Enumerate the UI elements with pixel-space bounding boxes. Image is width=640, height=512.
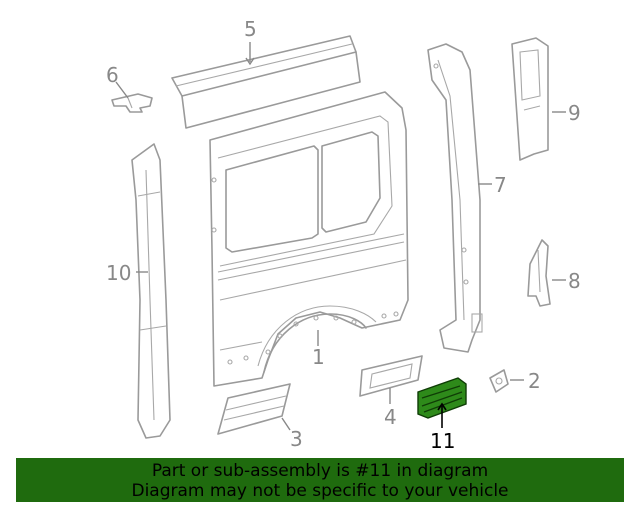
callout-9: 9 [568, 101, 581, 125]
part-9-upper-pillar[interactable] [511, 37, 549, 161]
callout-1: 1 [312, 345, 325, 369]
part-2-clip[interactable] [489, 369, 509, 393]
callout-8: 8 [568, 269, 581, 293]
part-11-highlighted-assembly[interactable] [417, 377, 467, 419]
callout-2: 2 [528, 369, 541, 393]
part-3-rocker-strip[interactable] [217, 383, 291, 435]
fitment-banner: Part or sub-assembly is #11 in diagram D… [16, 458, 624, 502]
callout-7: 7 [494, 173, 507, 197]
part-10-b-pillar[interactable] [131, 143, 171, 439]
callout-5: 5 [244, 17, 257, 41]
banner-line-2: Diagram may not be specific to your vehi… [131, 481, 509, 501]
callout-11: 11 [430, 429, 455, 453]
callout-6: 6 [106, 63, 119, 87]
callout-3: 3 [290, 427, 303, 451]
leader-lines [115, 42, 566, 431]
part-8-lower-bracket[interactable] [527, 239, 551, 307]
callout-4: 4 [384, 405, 397, 429]
part-7-rear-pillar[interactable] [427, 43, 483, 353]
callout-10: 10 [106, 261, 131, 285]
banner-line-1: Part or sub-assembly is #11 in diagram [151, 461, 489, 481]
part-4-lower-panel[interactable] [359, 355, 423, 397]
part-5-roof-rail[interactable] [171, 35, 361, 129]
part-6-bracket[interactable] [111, 93, 153, 113]
part-1-side-panel[interactable] [209, 91, 409, 387]
parts-diagram: 5 6 7 9 8 10 1 3 4 2 11 [106, 17, 581, 453]
